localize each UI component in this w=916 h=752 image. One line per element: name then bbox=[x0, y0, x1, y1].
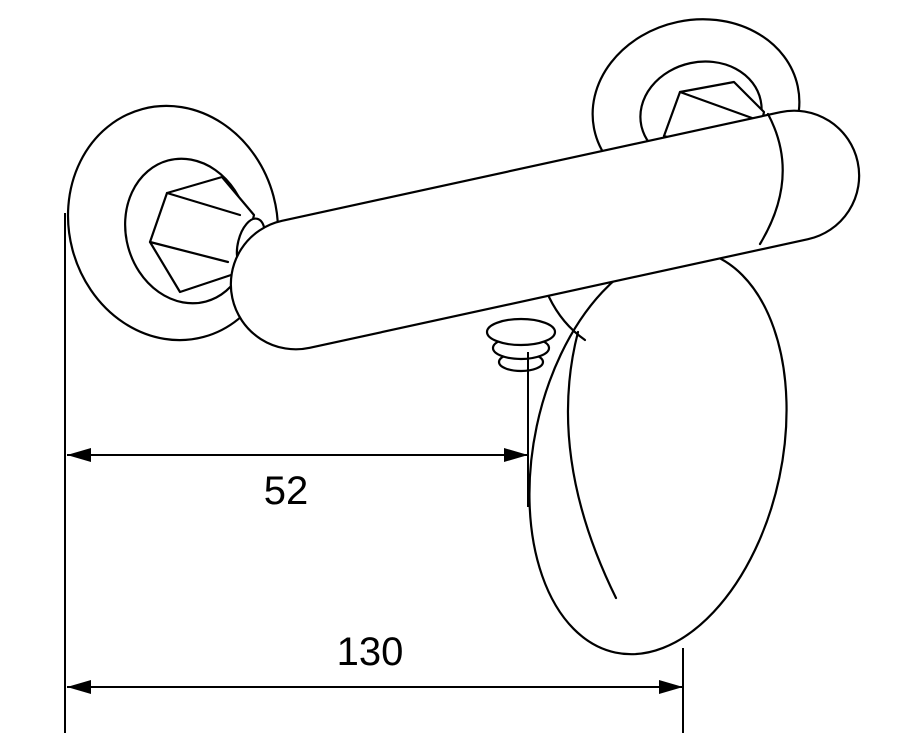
dimension-130: 130 bbox=[67, 630, 683, 694]
dimension-label-52: 52 bbox=[264, 469, 309, 513]
arrow-right-icon bbox=[504, 448, 528, 462]
arrow-left-icon bbox=[67, 448, 91, 462]
hex-nut-left-facet-line-1 bbox=[165, 191, 242, 217]
body-capsule bbox=[229, 109, 861, 351]
arrow-right-icon bbox=[659, 680, 683, 694]
dimension-extension-lines bbox=[64, 213, 684, 733]
handle-inner-contour bbox=[566, 330, 618, 600]
faucet-body bbox=[229, 109, 861, 351]
body-end-cap-seam bbox=[758, 112, 784, 246]
hex-nut-left-facet-line-2 bbox=[148, 240, 230, 264]
dimension-52: 52 bbox=[67, 448, 528, 513]
hex-nut-right-facet-line-1 bbox=[678, 90, 754, 120]
dimension-label-130: 130 bbox=[337, 630, 404, 674]
arrow-left-icon bbox=[67, 680, 91, 694]
handle-neck-line bbox=[547, 295, 587, 342]
outlet-thread-ring-top bbox=[485, 317, 557, 347]
hose-outlet bbox=[485, 317, 557, 373]
